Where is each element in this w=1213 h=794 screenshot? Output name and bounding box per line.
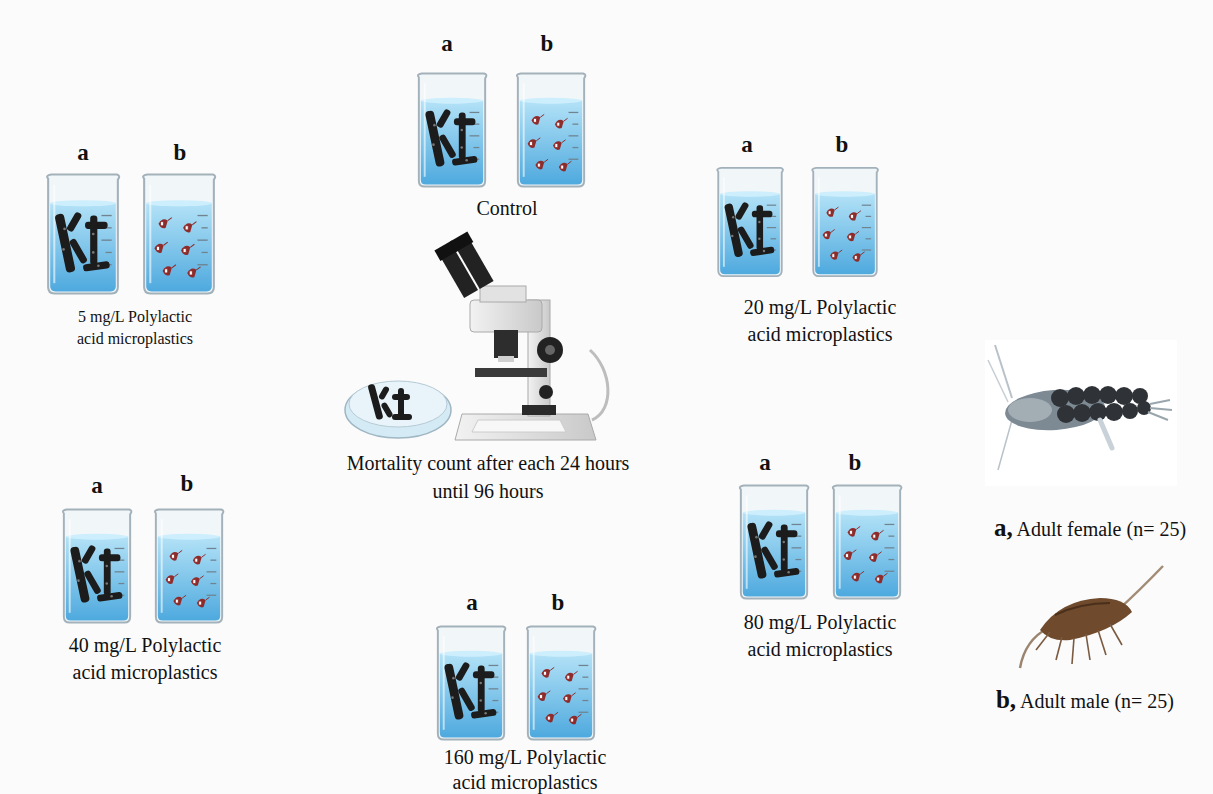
stereo-microscope-part [472, 420, 566, 432]
specimen-caption: a, Adult female (n= 25) [965, 514, 1213, 543]
stereo-microscope-part [539, 385, 553, 399]
female-specimen-photo-part [1148, 400, 1172, 420]
female-beaker [717, 168, 783, 276]
procedure-caption: Mortality count after each 24 hours unti… [338, 449, 638, 505]
petri-dish-part-part [392, 414, 412, 420]
specimen-caption: b, Adult male (n= 25) [960, 686, 1210, 715]
male-specimen-photo-part [1055, 603, 1110, 615]
petri-dish-part [367, 384, 412, 421]
petri-dish-part-part [367, 384, 383, 421]
treatment-caption: 160 mg/L Polylactic acid microplastics [430, 745, 620, 794]
treatment-caption: Control [437, 196, 577, 221]
male-specimen-photo [1020, 566, 1163, 668]
stereo-microscope-part [537, 337, 563, 363]
male-beaker [812, 168, 878, 276]
female-beaker [418, 73, 487, 186]
group-letter: b [822, 131, 862, 159]
male-beaker [833, 485, 902, 598]
male-specimen-photo-part [1036, 624, 1122, 664]
stereo-microscope-part [545, 345, 555, 355]
female-specimen-photo-part-part [1122, 403, 1138, 419]
male-beaker [517, 73, 586, 186]
group-letter: a [745, 449, 785, 477]
female-specimen-photo-part-part [1073, 404, 1091, 422]
male-specimen-photo-part [1040, 598, 1132, 640]
stereo-microscope-part-part [450, 232, 473, 252]
male-specimen-photo-part [1020, 628, 1048, 668]
treatment-caption: 20 mg/L Polylactic acid microplastics [727, 294, 913, 348]
group-letter: a [727, 131, 767, 159]
stereo-microscope-part [522, 405, 556, 415]
group-letter: b [167, 470, 207, 498]
stereo-microscope-part [590, 350, 608, 420]
female-specimen-photo-part-part [1115, 387, 1133, 405]
male-specimen-photo-part-part [1056, 637, 1062, 660]
female-specimen-photo-part [998, 420, 1012, 470]
male-beaker [527, 626, 596, 739]
female-specimen-photo-part [1004, 387, 1107, 434]
stereo-microscope-part [494, 330, 518, 358]
male-beaker [143, 175, 215, 294]
female-specimen-photo [985, 340, 1177, 486]
female-specimen-photo-part [1008, 398, 1052, 422]
female-specimen-photo-part-part [1089, 403, 1107, 421]
female-beaker [437, 626, 506, 739]
female-specimen-photo-part [1051, 386, 1151, 423]
petri-dish-part-part [398, 388, 404, 418]
petri-dish [345, 381, 451, 438]
female-specimen-photo-part-part [1067, 387, 1085, 405]
stereo-microscope-part [470, 300, 542, 332]
female-specimen-photo-part [985, 340, 1177, 486]
stereo-microscope-part [498, 356, 514, 362]
group-letter: b [538, 589, 578, 617]
treatment-caption: 80 mg/L Polylactic acid microplastics [727, 609, 913, 663]
stereo-microscope-part [434, 232, 495, 299]
male-specimen-photo-part-part [1036, 632, 1050, 650]
male-specimen-photo-part-part [1110, 624, 1122, 645]
petri-dish-part-part [380, 402, 393, 419]
female-specimen-photo-part-part [1099, 386, 1117, 404]
female-specimen-photo-part-part [1105, 403, 1123, 421]
group-letter: a [63, 139, 103, 167]
female-specimen-photo-part-part [1057, 405, 1075, 423]
female-beaker [740, 485, 809, 598]
group-letter: a [427, 30, 467, 58]
group-letter: b [160, 139, 200, 167]
group-letter: b [835, 449, 875, 477]
female-specimen-photo-part-part [1083, 386, 1101, 404]
male-specimen-photo-part-part [1072, 638, 1074, 664]
group-letter: a [452, 589, 492, 617]
treatment-caption: 5 mg/L Polylactic acid microplastics [66, 306, 204, 350]
petri-dish-part [345, 382, 451, 438]
stereo-microscope [434, 232, 608, 440]
female-specimen-photo-part [1100, 420, 1112, 448]
group-letter: b [527, 30, 567, 58]
stereo-microscope-part [455, 414, 596, 440]
male-specimen-photo-part-part [1086, 634, 1090, 660]
male-specimen-photo-part [1118, 566, 1163, 610]
male-specimen-photo-part-part [1098, 630, 1106, 655]
female-beaker [47, 175, 119, 294]
female-specimen-photo-part [995, 345, 1012, 398]
female-specimen-photo-part-part [1051, 389, 1069, 407]
female-specimen-photo-part [988, 360, 1008, 402]
group-letter: a [77, 472, 117, 500]
male-beaker [155, 509, 224, 622]
stereo-microscope-part [480, 286, 526, 302]
petri-dish-part [349, 381, 447, 427]
stereo-microscope-part [475, 368, 547, 377]
petri-dish-part-part [378, 385, 390, 400]
female-beaker [63, 509, 132, 622]
treatment-caption: 40 mg/L Polylactic acid microplastics [52, 632, 238, 686]
